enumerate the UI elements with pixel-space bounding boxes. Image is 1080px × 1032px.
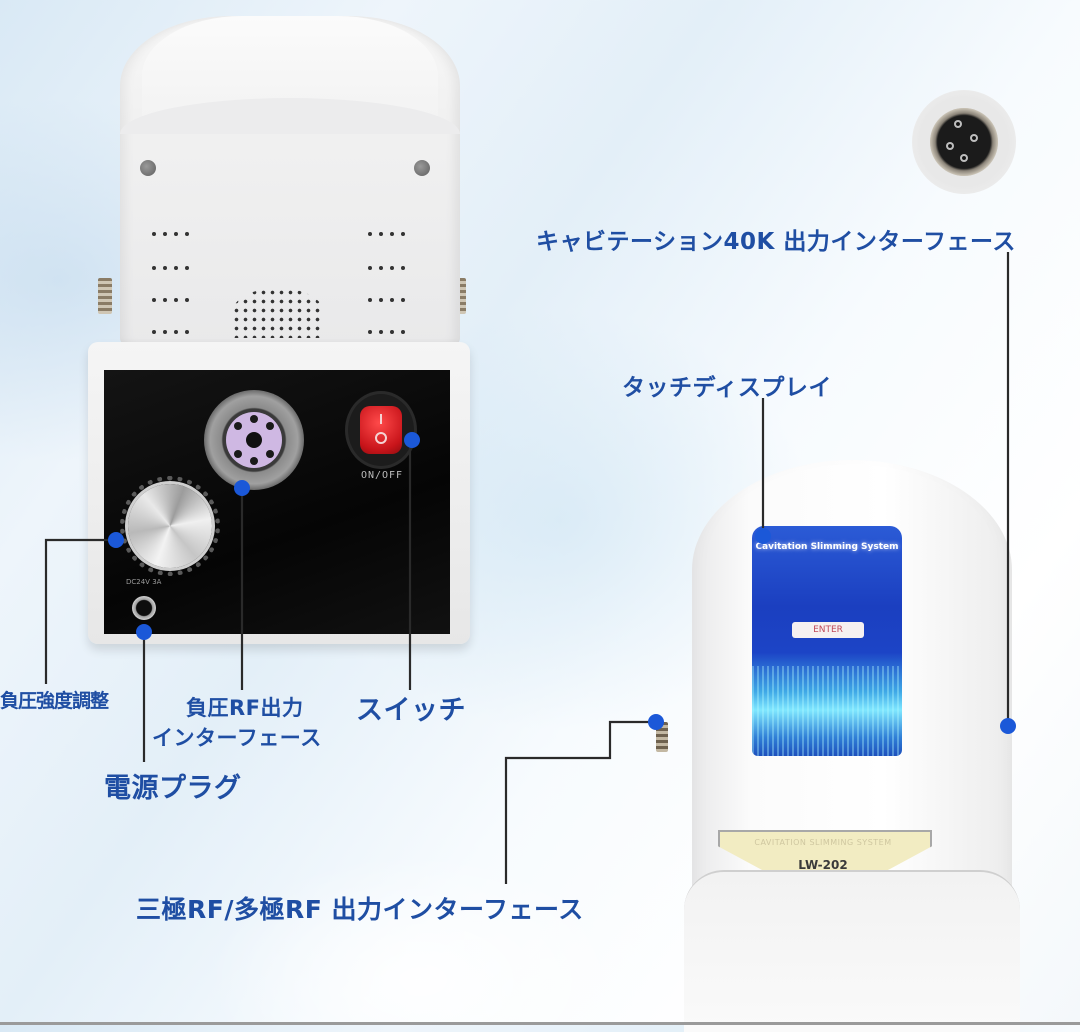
vent-left-4: [152, 330, 189, 334]
vent-right-2: [368, 266, 405, 270]
callout-dot-rf: [234, 480, 250, 496]
rear-housing: [120, 16, 460, 346]
panel-face: ON/OFF DC24V 3A: [104, 370, 450, 634]
knob-scale: [120, 476, 220, 576]
callout-dot-display: [755, 528, 771, 544]
label-rf-port-line2: インターフェース: [152, 726, 322, 750]
connector-socket: [930, 108, 998, 176]
rf-output-port: [204, 390, 304, 490]
label-touch-display: タッチディスプレイ: [622, 375, 832, 401]
power-rating: DC24V 3A: [126, 578, 162, 586]
bottom-border: [0, 1022, 1080, 1025]
callout-dot-switch: [404, 432, 420, 448]
badge-model: LW-202: [798, 858, 848, 872]
rear-control-panel: ON/OFF DC24V 3A: [88, 342, 470, 644]
rear-cap: [120, 16, 460, 134]
switch-rocker: [360, 406, 402, 454]
callout-dot-cavitation: [1000, 718, 1016, 734]
vent-right-4: [368, 330, 405, 334]
vent-left-3: [152, 298, 189, 302]
vent-right-1: [368, 232, 405, 236]
vent-left-1: [152, 232, 189, 236]
screen-title: Cavitation Slimming System: [755, 542, 899, 552]
label-pressure-adjust: 負圧強度調整: [0, 690, 109, 712]
switch-label: ON/OFF: [360, 470, 404, 481]
left-side-connector: [98, 278, 112, 314]
callout-dot-power: [136, 624, 152, 640]
screw-hole-right: [414, 160, 430, 176]
device-base: [684, 870, 1020, 1032]
vent-right-3: [368, 298, 405, 302]
rf-port-pins: [226, 412, 282, 468]
power-jack: [132, 596, 156, 620]
front-device: Cavitation Slimming System ENTER CAVITAT…: [684, 460, 1020, 1032]
label-power-plug: 電源プラグ: [104, 773, 242, 804]
label-cavitation-port: キャビテーション40K 出力インターフェース: [536, 229, 1016, 255]
badge-brand-text: CAVITATION SLIMMING SYSTEM: [754, 838, 892, 847]
power-switch[interactable]: [348, 394, 414, 466]
speaker-grille: [232, 288, 324, 338]
label-rf-port-line1: 負圧RF出力: [186, 696, 304, 720]
rf-side-connector: [656, 722, 668, 752]
screen-graphic: [752, 666, 902, 756]
callout-dot-multi-rf: [648, 714, 664, 730]
enter-button[interactable]: ENTER: [792, 622, 864, 638]
pressure-knob[interactable]: [128, 484, 212, 568]
label-multi-rf-port: 三極RF/多極RF 出力インターフェース: [136, 895, 584, 924]
screw-hole-left: [140, 160, 156, 176]
cavitation-connector-closeup: [912, 90, 1016, 194]
vent-left-2: [152, 266, 189, 270]
callout-dot-knob: [108, 532, 124, 548]
touch-display[interactable]: Cavitation Slimming System ENTER: [752, 526, 902, 756]
label-switch: スイッチ: [356, 695, 466, 726]
